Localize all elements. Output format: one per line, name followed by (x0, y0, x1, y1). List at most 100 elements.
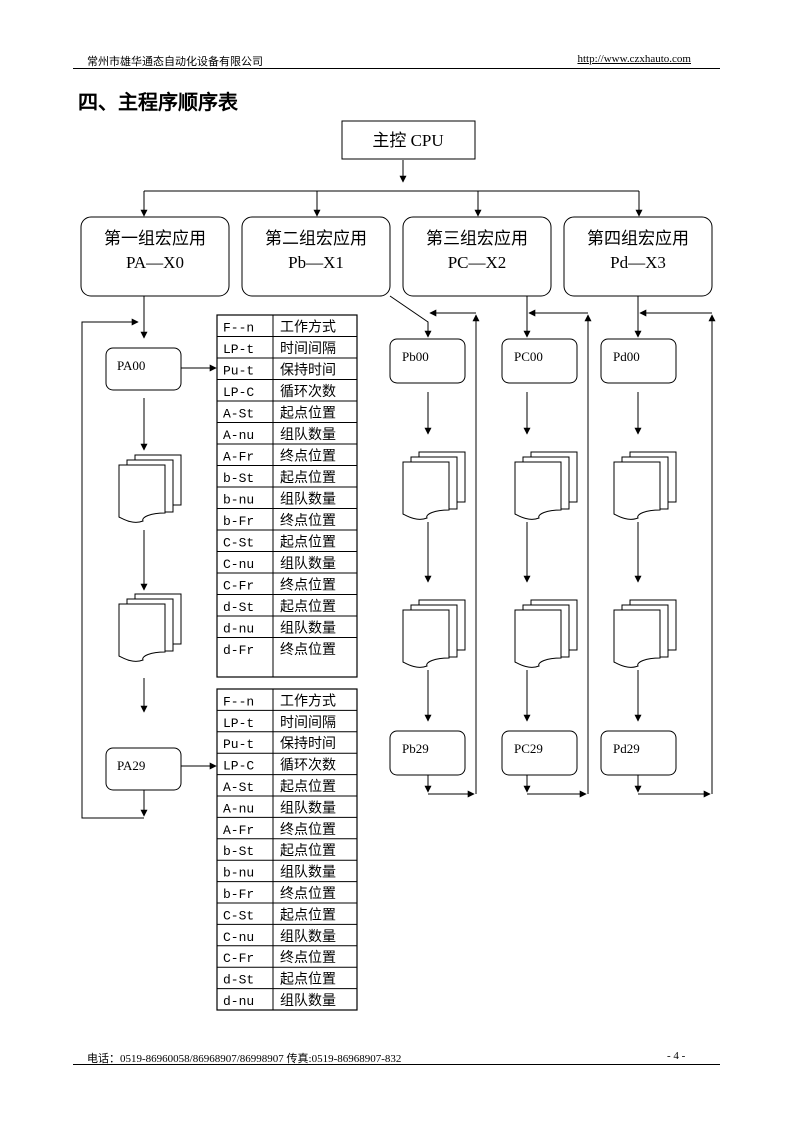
group-2-doc-stack-1 (402, 451, 466, 520)
param-table-1-code-cell: LP-t (223, 342, 254, 357)
group-1-doc-stack-2 (118, 593, 182, 662)
group-3-doc-stack-1 (514, 451, 578, 520)
document-page-front (118, 603, 166, 662)
param-table-2-desc-cell: 终点位置 (280, 822, 336, 838)
param-table-2-code-cell: A-nu (223, 801, 254, 816)
param-table-1-desc-cell: 终点位置 (280, 578, 336, 594)
group-box-1 (80, 216, 230, 297)
header-divider (73, 68, 720, 69)
param-table-1-code-cell: A-Fr (223, 450, 254, 465)
param-table-2-desc-cell: 终点位置 (280, 886, 336, 902)
param-table-2-desc-cell: 起点位置 (280, 907, 336, 923)
param-table-1-desc-cell: 终点位置 (280, 513, 336, 529)
param-table-2-desc-cell: 时间间隔 (280, 715, 336, 731)
group-4-doc-stack-2 (613, 599, 677, 668)
param-table-2-desc-cell: 组队数量 (280, 993, 336, 1009)
param-table-1-desc-cell: 组队数量 (280, 492, 336, 508)
group-1-name: 第一组宏应用 (104, 229, 206, 248)
param-table-2-desc-cell: 组队数量 (280, 800, 336, 816)
param-table-2-code-cell: F--n (223, 694, 254, 709)
param-table-1-code-cell: Pu-t (223, 364, 254, 379)
footer-divider (73, 1064, 720, 1065)
document-page-front (402, 609, 450, 668)
document-page-front (514, 461, 562, 520)
group-4-name: 第四组宏应用 (587, 229, 689, 248)
param-table-1-border (216, 314, 358, 678)
param-table-2-desc-cell: 终点位置 (280, 950, 336, 966)
param-table-1-desc-cell: 循环次数 (280, 384, 336, 400)
website-link[interactable]: http://www.czxhauto.com (577, 53, 691, 65)
group-2-doc-stack-2 (402, 599, 466, 668)
group-3-name: 第三组宏应用 (426, 229, 528, 248)
param-table-1-code-cell: d-nu (223, 622, 254, 637)
param-table-2-desc-cell: 起点位置 (280, 779, 336, 795)
param-table-2-code-cell: d-nu (223, 994, 254, 1009)
document-page-front (402, 461, 450, 520)
param-table-2-desc-cell: 循环次数 (280, 758, 336, 774)
param-table-2-border (216, 688, 358, 1011)
param-table-1-code-cell: C-St (223, 536, 254, 551)
param-table-1-code-cell: d-Fr (223, 643, 254, 658)
param-table-1-desc-cell: 工作方式 (280, 320, 336, 336)
step-label-PC29: PC29 (514, 741, 543, 756)
param-table-1-code-cell: b-Fr (223, 514, 254, 529)
param-table-1-desc-cell: 起点位置 (280, 470, 336, 486)
group-4-code: Pd—X3 (610, 253, 666, 272)
param-table-2-desc-cell: 起点位置 (280, 843, 336, 859)
param-table-1-code-cell: F--n (223, 321, 254, 336)
param-table-2-code-cell: C-St (223, 908, 254, 923)
param-table-1-code-cell: C-nu (223, 557, 254, 572)
footer-contact: 电话：0519-86960058/86968907/86998907 传真:05… (87, 1053, 402, 1065)
param-table-1-desc-cell: 起点位置 (280, 599, 336, 615)
param-table-2-code-cell: Pu-t (223, 737, 254, 752)
root-box (341, 120, 476, 160)
param-table-1-desc-cell: 组队数量 (280, 621, 336, 637)
step-label-PC00: PC00 (514, 349, 543, 364)
param-table-2-desc-cell: 组队数量 (280, 929, 336, 945)
step-label-Pd29: Pd29 (613, 741, 640, 756)
step-box-PC00 (501, 338, 578, 384)
param-table-2-desc-cell: 组队数量 (280, 865, 336, 881)
group-3-code: PC—X2 (448, 253, 507, 272)
step-label-Pb29: Pb29 (402, 741, 429, 756)
param-table-1-desc-cell: 时间间隔 (280, 341, 336, 357)
param-table-1-desc-cell: 组队数量 (280, 427, 336, 443)
step-label-PA29: PA29 (117, 758, 145, 773)
group-2-code: Pb—X1 (288, 253, 344, 272)
param-table-1-desc-cell: 起点位置 (280, 535, 336, 551)
group-4-doc-stack-1 (613, 451, 677, 520)
param-table-1-desc-cell: 终点位置 (280, 642, 336, 658)
param-table-2-code-cell: LP-C (223, 759, 254, 774)
param-table-1-desc-cell: 组队数量 (280, 556, 336, 572)
group-2-name: 第二组宏应用 (265, 229, 367, 248)
group-1-code: PA—X0 (126, 253, 184, 272)
param-table-2-code-cell: b-nu (223, 866, 254, 881)
section-title: 四、主程序顺序表 (78, 90, 238, 114)
step-box-PC29 (501, 730, 578, 776)
param-table-2-desc-cell: 起点位置 (280, 972, 336, 988)
company-name: 常州市雄华通态自动化设备有限公司 (87, 56, 263, 68)
param-table-2-code-cell: C-nu (223, 930, 254, 945)
param-table-2-code-cell: b-Fr (223, 887, 254, 902)
group-2-entry-line (389, 295, 432, 338)
root-label: 主控 CPU (372, 131, 443, 150)
step-label-PA00: PA00 (117, 358, 145, 373)
group-1-loop-back (81, 318, 144, 819)
param-table-1-desc-cell: 起点位置 (280, 406, 336, 422)
param-table-1-code-cell: C-Fr (223, 579, 254, 594)
step-box-PA00 (105, 347, 182, 391)
param-table-2-code-cell: A-St (223, 780, 254, 795)
group-box-2 (241, 216, 391, 297)
param-table-1-code-cell: A-nu (223, 428, 254, 443)
param-table-1-code-cell: d-St (223, 600, 254, 615)
param-table-2-desc-cell: 工作方式 (280, 693, 336, 709)
document-page-front (613, 461, 661, 520)
param-table-2-code-cell: d-St (223, 973, 254, 988)
param-table-1-desc-cell: 保持时间 (280, 363, 336, 379)
param-table-2-code-cell: A-Fr (223, 823, 254, 838)
document-page-front (514, 609, 562, 668)
step-box-Pd00 (600, 338, 677, 384)
param-table-1-desc-cell: 终点位置 (280, 449, 336, 465)
group-box-3 (402, 216, 552, 297)
